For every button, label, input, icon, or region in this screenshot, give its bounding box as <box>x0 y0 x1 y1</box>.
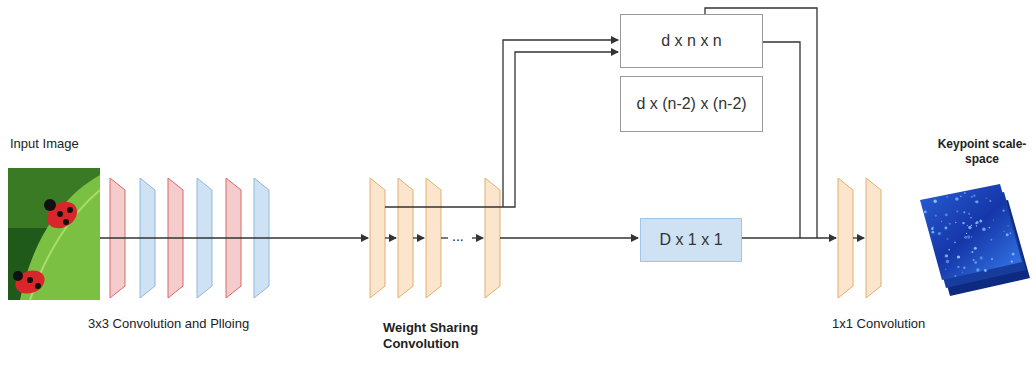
keypoint-dot <box>964 236 967 239</box>
keypoint-dot <box>979 219 982 222</box>
ellipsis: ... <box>450 228 466 246</box>
keypoint-dot <box>945 213 948 216</box>
keypoint-dot <box>932 231 935 234</box>
keypoint-dot <box>945 227 948 230</box>
keypoint-dot <box>976 225 977 226</box>
keypoint-dot <box>1011 261 1013 263</box>
stage-label: Weight Sharing Convolution <box>383 320 495 353</box>
keypoint-dot <box>954 275 956 277</box>
keypoint-dot <box>1003 231 1004 232</box>
keypoint-dot <box>982 228 985 231</box>
layer-slab <box>398 178 413 298</box>
keypoint-dot <box>1006 233 1009 236</box>
keypoint-dot <box>1009 232 1011 234</box>
keypoint-dot <box>964 192 966 194</box>
keypoint-dot <box>966 233 967 234</box>
keypoint-dot <box>989 200 991 202</box>
keypoint-dot <box>945 269 946 270</box>
keypoint-dot <box>1012 253 1015 256</box>
keypoint-dot <box>974 247 977 250</box>
tensor-shape: D x 1 x 1 <box>659 231 722 249</box>
keypoint-dot <box>938 232 941 235</box>
keypoint-dot <box>971 225 972 226</box>
wire <box>500 237 638 238</box>
keypoint-dot <box>967 225 968 226</box>
keypoint-dot <box>957 266 959 268</box>
keypoint-dot <box>934 200 935 201</box>
layer-slab <box>426 178 441 298</box>
keypoint-dot <box>963 266 966 269</box>
image-label: Input Image <box>10 136 79 152</box>
layer-slab <box>485 178 500 298</box>
keypoint-dot <box>975 200 978 203</box>
layer-slab <box>866 178 881 298</box>
wire <box>763 42 800 238</box>
keypoint-dot <box>971 196 973 198</box>
keypoint-dot <box>976 268 979 271</box>
tensor-shape: d x n x n <box>661 32 721 50</box>
wire <box>413 237 424 238</box>
keypoint-volume <box>920 184 1030 296</box>
layer-slab <box>838 178 853 298</box>
keypoint-dot <box>946 196 947 197</box>
keypoint-dot <box>968 226 971 229</box>
keypoint-dot <box>962 272 963 273</box>
output-label: Keypoint scale-space <box>936 137 1028 167</box>
keypoint-dot <box>974 261 977 264</box>
keypoint-dot <box>1003 210 1005 212</box>
keypoint-dot <box>931 228 933 230</box>
keypoint-dot <box>973 194 975 196</box>
keypoint-dot <box>947 238 949 240</box>
stage-label: 1x1 Convolution <box>832 316 925 332</box>
keypoint-dot <box>984 269 987 272</box>
layer-slab <box>370 178 385 298</box>
wire <box>441 237 448 238</box>
tensor-box: d x (n-2) x (n-2) <box>620 76 763 132</box>
keypoint-dot <box>993 219 994 220</box>
keypoint-dot <box>986 198 988 200</box>
keypoint-dot <box>962 222 964 224</box>
keypoint-dot <box>945 255 948 258</box>
input-photo <box>8 168 100 300</box>
tensor-box: d x n x n <box>620 14 763 68</box>
keypoint-dot <box>941 221 942 222</box>
keypoint-dot <box>954 242 956 244</box>
wire <box>472 237 483 238</box>
tensor-box: D x 1 x 1 <box>640 218 742 262</box>
keypoint-dot <box>963 211 965 213</box>
wire <box>100 237 368 238</box>
tensor-shape: d x (n-2) x (n-2) <box>636 95 746 113</box>
wire <box>853 237 864 238</box>
keypoint-dot <box>967 235 970 238</box>
wire <box>742 237 836 238</box>
wire <box>385 237 396 238</box>
keypoint-dot <box>945 255 948 258</box>
keypoint-dot <box>991 258 993 260</box>
keypoint-dot <box>989 227 991 229</box>
keypoint-dot <box>955 222 956 223</box>
keypoint-dot <box>1008 225 1009 226</box>
keypoint-dot <box>976 221 979 224</box>
keypoint-dot <box>991 239 993 241</box>
keypoint-dot <box>980 256 983 259</box>
wire <box>385 52 618 207</box>
wire <box>503 40 618 207</box>
keypoint-dot <box>971 236 972 237</box>
stage-label: 3x3 Convolution and Plloing <box>88 316 249 332</box>
keypoint-dot <box>955 197 959 201</box>
keypoint-dot <box>948 249 950 251</box>
keypoint-dot <box>960 195 962 197</box>
keypoint-dot <box>935 215 937 217</box>
keypoint-dot <box>946 260 949 263</box>
keypoint-dot <box>949 223 951 225</box>
keypoint-dot <box>970 217 972 219</box>
keypoint-dot <box>957 255 960 258</box>
keypoint-dot <box>971 251 973 253</box>
keypoint-dot <box>934 200 937 203</box>
keypoint-dot <box>956 210 958 212</box>
keypoint-dot <box>968 213 970 215</box>
keypoint-dot <box>973 259 975 261</box>
keypoint-dot <box>924 211 927 214</box>
